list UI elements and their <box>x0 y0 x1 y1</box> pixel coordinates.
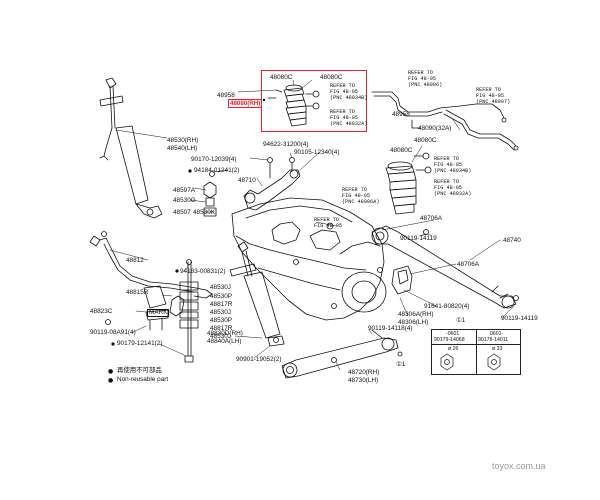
rear-shock-absorber-upper <box>99 77 163 219</box>
part-label-48080c[interactable]: 48080C <box>414 137 437 144</box>
part-label-90105-12340[interactable]: 90105-12340(4) <box>294 149 340 156</box>
lateral-rod-bracket <box>391 229 429 295</box>
part-label-48710[interactable]: 48710 <box>238 177 256 184</box>
table-part-number[interactable]: 90178-14011 <box>478 337 509 343</box>
bump-stopper-48080c-right <box>385 152 432 215</box>
non-reusable-symbol: ● <box>108 377 114 384</box>
refer-to-note[interactable]: REFER TO FIG 48-05 (PNC 48934B) <box>330 83 368 101</box>
part-label-48080c[interactable]: 48080C <box>270 74 293 81</box>
quantity-symbol: ①1 <box>396 361 406 368</box>
part-label-48823c[interactable]: 48823C <box>90 308 113 315</box>
rear-shock-absorber-lower <box>229 241 285 347</box>
leader-lines <box>109 79 515 371</box>
axle-housing <box>231 197 387 321</box>
non-reusable-symbol: ● <box>108 368 114 375</box>
refer-to-note[interactable]: REFER TO FIG 48-05 (PNC 48907) <box>476 87 511 105</box>
table-bolt-drawings <box>440 353 501 371</box>
quantity-symbol: ①1 <box>456 317 466 324</box>
part-label-48840a-lh[interactable]: 48840A(LH) <box>207 338 242 345</box>
part-label-94622-31200[interactable]: 94622-31200(4) <box>263 141 309 148</box>
part-label-90119-14119[interactable]: 90119-14119 <box>501 315 538 322</box>
part-label-90901-19052[interactable]: 90901-19052(2) <box>236 356 282 363</box>
part-label-48597a[interactable]: 48597A <box>173 187 196 194</box>
suspension-pipes <box>371 91 519 151</box>
part-label-94184-01241[interactable]: 94184-01241(2) <box>194 167 240 174</box>
part-label-91641-80820[interactable]: 91641-80820(4) <box>424 303 470 310</box>
part-label-48080c[interactable]: 48080C <box>320 74 343 81</box>
refer-to-note[interactable]: REFER TO FIG 48-05 <box>314 217 343 229</box>
legend-text-jp: 再使用不可部品 <box>117 367 162 374</box>
part-label-48815r[interactable]: 48815R <box>126 289 149 296</box>
non-reusable-markers <box>111 98 266 346</box>
part-label-48530k[interactable]: 48530K <box>193 209 216 216</box>
part-label-48507[interactable]: 48507 <box>173 209 191 216</box>
legend-text-en: Non-reusable part <box>117 376 169 383</box>
part-label-48530j[interactable]: 48530J <box>210 333 231 340</box>
part-label-90119-14119[interactable]: 90119-14119 <box>400 235 437 242</box>
part-label-48080c-dup[interactable]: 48080C <box>390 147 413 154</box>
part-label-48720-rh[interactable]: 48720(RH) <box>348 369 380 376</box>
part-label-48306a-rh[interactable]: 48306A(RH) <box>398 311 434 318</box>
refer-to-note[interactable]: REFER TO FIG 48-05 (PNC 48906A) <box>342 187 380 205</box>
part-label-48090-32a[interactable]: 48090(32A) <box>418 125 452 132</box>
part-label-48706a[interactable]: 48706A <box>420 215 443 222</box>
part-label-90179-12141[interactable]: 90179-12141(2) <box>117 340 163 347</box>
mark-label: MARK <box>147 309 170 318</box>
part-label-48958[interactable]: 48958 <box>217 92 235 99</box>
part-label-48706a[interactable]: 48706A <box>457 261 480 268</box>
part-label-48306-lh[interactable]: 48306(LH) <box>398 319 429 326</box>
part-label-48830d-rh[interactable]: 48830D(RH) <box>207 330 243 337</box>
upper-bushing-stack <box>203 171 217 217</box>
part-label-94183-00831[interactable]: 94183-00831(2) <box>180 268 226 275</box>
part-label-48530j[interactable]: 48530J <box>210 284 231 291</box>
part-label-48730-lh[interactable]: 48730(LH) <box>348 377 379 384</box>
lower-control-arm-48720 <box>281 329 403 379</box>
part-label-90170-12039[interactable]: 90170-12039(4) <box>191 156 237 163</box>
watermark: toyox.com.ua <box>492 461 546 471</box>
part-label-48530p[interactable]: 48530P <box>210 293 233 300</box>
part-label-48817r[interactable]: 48817R <box>210 301 233 308</box>
lateral-rod-48740 <box>371 225 519 309</box>
table-part-number[interactable]: 90179-14068 <box>434 337 465 343</box>
part-label-48740[interactable]: 48740 <box>503 237 521 244</box>
part-label-48540-lh[interactable]: 48540(LH) <box>167 145 198 152</box>
part-label-48530p[interactable]: 48530P <box>210 317 233 324</box>
stabilizer-link-48830d <box>179 259 199 363</box>
part-label-48817r[interactable]: 48817R <box>210 325 233 332</box>
refer-to-note[interactable]: REFER TO FIG 48-05 (PNC 48934B) <box>434 156 472 174</box>
bolt-detail-table: -0601 0601- 90179-14068 90178-14011 ø 26… <box>431 329 521 375</box>
part-label-48812[interactable]: 48812 <box>126 257 144 264</box>
table-dimension: ø 33 <box>492 346 503 352</box>
part-label-48530-rh[interactable]: 48530(RH) <box>167 137 199 144</box>
part-label-90119-08a91[interactable]: 90119-08A91(4) <box>90 329 136 336</box>
part-label-48530j[interactable]: 48530J <box>210 309 231 316</box>
table-header: -0601 <box>446 331 460 337</box>
refer-to-note[interactable]: REFER TO FIG 48-05 (PNC 48906) <box>408 70 443 88</box>
part-label-90119-14118[interactable]: 90119-14118(4) <box>368 325 413 332</box>
part-label-48530g[interactable]: 48530G <box>173 197 196 204</box>
table-dimension: ø 26 <box>448 346 459 352</box>
table-header: 0601- <box>490 331 504 337</box>
part-label-48080-rh-highlight[interactable]: 48080(RH) <box>228 99 263 109</box>
part-label-48958[interactable]: 48958 <box>392 111 410 118</box>
refer-to-note[interactable]: REFER TO FIG 48-05 (PNC 48932A) <box>434 179 472 197</box>
refer-to-note[interactable]: REFER TO FIG 48-05 (PNC 48932A) <box>330 109 368 127</box>
